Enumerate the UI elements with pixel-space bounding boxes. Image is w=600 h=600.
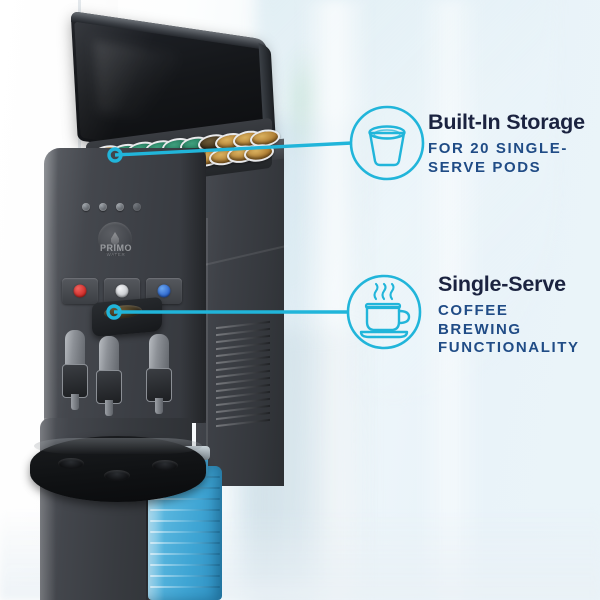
bottle-rib <box>150 498 220 500</box>
callout-subtitle-line: FOR 20 SINGLE- <box>428 140 568 157</box>
drip-tray-slot <box>104 470 130 481</box>
lever-stem <box>155 398 163 414</box>
indicator-light <box>116 203 124 211</box>
coffee-brew-head[interactable] <box>92 296 162 338</box>
background-light-band <box>420 0 480 600</box>
bottle-rib <box>150 509 220 511</box>
room-button-indicator <box>115 284 129 298</box>
brand-subtitle: WATER <box>106 252 126 257</box>
bottle-rib <box>150 531 220 533</box>
brand-name: PRIMO <box>99 243 132 253</box>
bottle-rib <box>150 586 220 588</box>
callout-subtitle-storage: FOR 20 SINGLE- SERVE PODS <box>428 140 585 177</box>
hot-button-indicator <box>73 284 87 298</box>
lever-arm <box>65 330 85 370</box>
water-dispenser: PRIMO WATER <box>30 10 288 600</box>
coffee-pod-icon <box>349 105 425 181</box>
tower-seam <box>146 456 148 600</box>
brew-head-opening <box>104 303 142 321</box>
drip-tray[interactable] <box>30 436 206 502</box>
callout-built-in-storage <box>348 104 426 187</box>
head-highlight <box>44 148 58 423</box>
hot-dispense-lever[interactable] <box>62 330 88 410</box>
bottle-rib <box>150 564 220 566</box>
panel-seam-diagonal <box>203 244 288 266</box>
callout-subtitle-line: COFFEE <box>438 302 509 319</box>
ventilation-grille <box>216 320 270 432</box>
lever-arm <box>99 336 119 376</box>
callout-text-single-serve: Single-Serve COFFEE BREWING FUNCTIONALIT… <box>438 272 580 358</box>
bottle-rib <box>150 520 220 522</box>
panel-seam <box>206 218 208 486</box>
water-drop-icon <box>111 232 119 246</box>
lever-paddle <box>146 368 172 402</box>
callout-subtitle-line: FUNCTIONALITY <box>438 339 580 357</box>
indicator-light <box>133 203 141 211</box>
cold-button-indicator <box>157 284 171 298</box>
lever-stem <box>105 400 113 416</box>
callout-text-built-in-storage: Built-In Storage FOR 20 SINGLE- SERVE PO… <box>428 110 585 177</box>
callout-subtitle-line: SERVE PODS <box>428 158 542 176</box>
indicator-light <box>82 203 90 211</box>
indicator-light-row <box>82 203 141 211</box>
lever-arm <box>149 334 169 374</box>
dispenser-side-panel <box>196 138 288 486</box>
lid-gloss-highlight <box>94 40 182 125</box>
lever-paddle <box>96 370 122 404</box>
temperature-button-row <box>62 278 182 308</box>
drip-tray-slot <box>58 458 84 469</box>
lever-stem <box>71 394 79 410</box>
room-dispense-lever[interactable] <box>96 336 122 416</box>
callout-title-storage: Built-In Storage <box>428 110 585 134</box>
hot-water-button[interactable] <box>62 278 98 304</box>
bottle-rib <box>150 553 220 555</box>
bottle-rib <box>150 542 220 544</box>
drip-tray-slot <box>152 460 178 471</box>
bottle-rib <box>150 575 220 577</box>
lever-paddle <box>62 364 88 398</box>
drip-tray-lip <box>34 438 202 454</box>
vent-slat <box>216 418 270 428</box>
callout-subtitle-line: BREWING <box>438 320 522 338</box>
callout-subtitle-single-serve: COFFEE BREWING FUNCTIONALITY <box>438 302 580 358</box>
callout-single-serve <box>344 272 424 357</box>
coffee-cup-icon <box>346 274 422 350</box>
cold-dispense-lever[interactable] <box>146 334 172 414</box>
callout-title-single-serve: Single-Serve <box>438 272 566 296</box>
primo-logo-badge <box>98 222 132 256</box>
indicator-light <box>99 203 107 211</box>
head-shadow <box>180 148 206 423</box>
